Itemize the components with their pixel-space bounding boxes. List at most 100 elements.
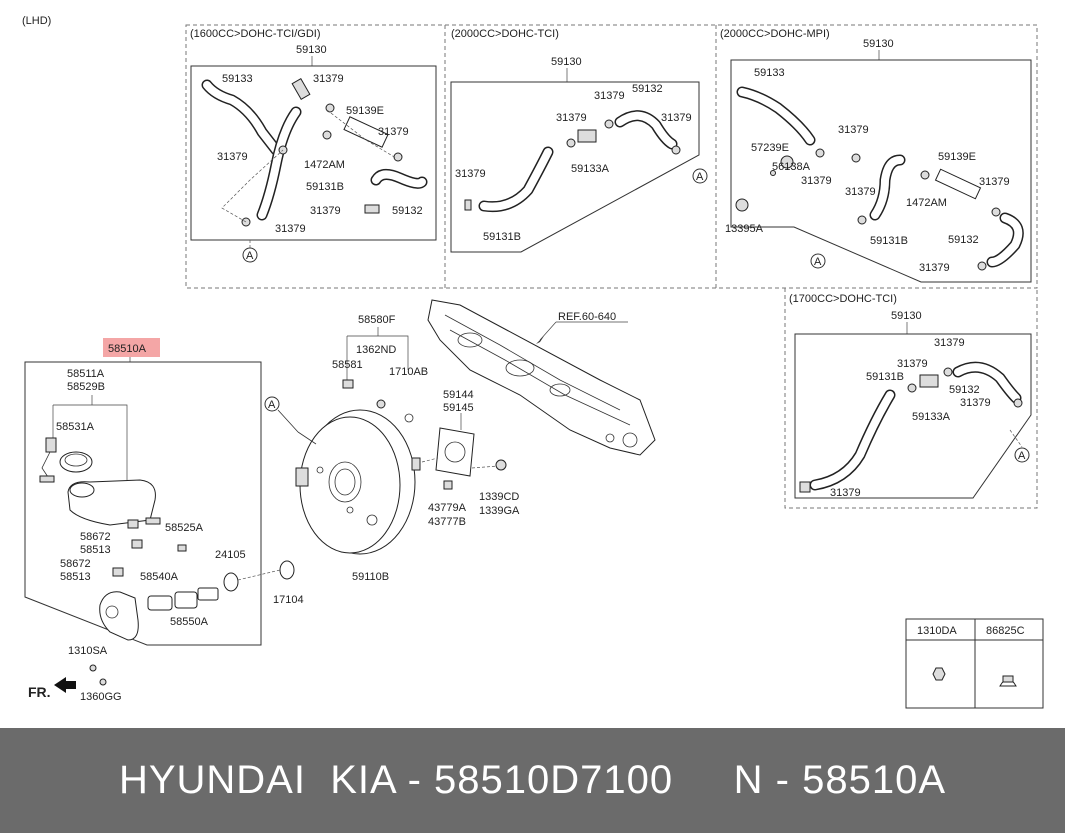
label-59133: 59133	[222, 73, 253, 85]
label-59133: 59133	[754, 67, 785, 79]
label-58550a: 58550A	[170, 616, 209, 628]
footer-part-number: HYUNDAI KIA - 58510D7100 N - 58510A	[118, 758, 947, 802]
label-59133a: 59133A	[912, 411, 951, 423]
label-31379: 31379	[313, 73, 344, 85]
label-31379: 31379	[455, 168, 486, 180]
label-31379: 31379	[979, 176, 1010, 188]
label-59110b: 59110B	[352, 571, 389, 583]
label-13395a: 13395A	[725, 223, 764, 235]
label-59132: 59132	[632, 83, 663, 95]
label-31379: 31379	[960, 397, 991, 409]
label-31379: 31379	[919, 262, 950, 274]
label-31379: 31379	[934, 337, 965, 349]
label-58513: 58513	[80, 544, 111, 556]
label-31379: 31379	[661, 112, 692, 124]
label-31379: 31379	[378, 126, 409, 138]
highlight-58510a	[103, 338, 160, 357]
fr-label: FR.	[28, 684, 51, 700]
top-frame	[185, 24, 1038, 289]
label-31379: 31379	[217, 151, 248, 163]
label-59145: 59145	[443, 402, 474, 414]
brake-booster: 58580F 1362ND 58581 1710AB A 59110B 2410…	[215, 314, 428, 606]
callout-a	[810, 253, 826, 269]
svg-text:A: A	[1018, 450, 1026, 462]
front-arrow-icon	[54, 677, 76, 693]
footer-bar: HYUNDAI KIA - 58510D7100 N - 58510A	[0, 728, 1065, 833]
label-43777b: 43777B	[428, 516, 466, 528]
label-58525a: 58525A	[165, 522, 204, 534]
label-43779a: 43779A	[428, 502, 467, 514]
label-31379: 31379	[897, 358, 928, 370]
label-58580f: 58580F	[358, 314, 396, 326]
label-59130: 59130	[891, 310, 922, 322]
master-cylinder-group: 58510A 58511A 58529B 58531A 58525A 58672…	[24, 338, 262, 703]
label-1339ga: 1339GA	[479, 505, 520, 517]
nut-icon	[932, 667, 946, 681]
legend-table: 1310DA 86825C	[905, 618, 1044, 709]
label-59132: 59132	[948, 234, 979, 246]
label-1339cd: 1339CD	[479, 491, 519, 503]
label-57239e: 57239E	[751, 142, 789, 154]
label-58531a: 58531A	[56, 421, 95, 433]
callout-a	[692, 168, 708, 184]
label-31379: 31379	[845, 186, 876, 198]
label-1360gg: 1360GG	[80, 691, 122, 703]
label-24105: 24105	[215, 549, 246, 561]
box-2000cc-tci: (2000CC>DOHC-TCI) 59130 31379 59132 3137…	[450, 28, 708, 253]
label-31379: 31379	[801, 175, 832, 187]
box-1600cc: (1600CC>DOHC-TCI/GDI) 59130 59133 31379 …	[190, 28, 437, 263]
label-31379: 31379	[275, 223, 306, 235]
label-59144: 59144	[443, 389, 474, 401]
label-59131b: 59131B	[306, 181, 344, 193]
box-1700cc-tci: (1700CC>DOHC-TCI) 59130 31379 31379 5913…	[784, 288, 1038, 509]
label-58672: 58672	[80, 531, 111, 543]
legend-header-1310da: 1310DA	[917, 625, 957, 637]
label-58511a: 58511A	[67, 368, 105, 380]
front-direction-indicator: FR.	[28, 677, 76, 700]
label-31379: 31379	[556, 112, 587, 124]
label-31379: 31379	[594, 90, 625, 102]
svg-text:A: A	[268, 399, 276, 411]
label-1310sa: 1310SA	[68, 645, 108, 657]
svg-text:A: A	[246, 250, 254, 262]
legend-header-86825c: 86825C	[986, 625, 1025, 637]
label-59132: 59132	[392, 205, 423, 217]
label-58510a: 58510A	[108, 343, 147, 355]
label-59132: 59132	[949, 384, 980, 396]
lhd-label: (LHD)	[22, 15, 51, 27]
label-58540a: 58540A	[140, 571, 179, 583]
label-59139e: 59139E	[346, 105, 384, 117]
box-2000mpi-title: (2000CC>DOHC-MPI)	[720, 28, 830, 40]
label-58513: 58513	[60, 571, 91, 583]
label-58529b: 58529B	[67, 381, 105, 393]
box-2000cc-mpi: (2000CC>DOHC-MPI) 59130 59133 31379 5723…	[720, 28, 1032, 283]
label-59130: 59130	[863, 38, 894, 50]
label-59130: 59130	[296, 44, 327, 56]
label-1472am: 1472AM	[906, 197, 947, 209]
label-1362nd: 1362ND	[356, 344, 396, 356]
label-31379: 31379	[310, 205, 341, 217]
label-59139e: 59139E	[938, 151, 976, 163]
label-58581: 58581	[332, 359, 363, 371]
label-59131b: 59131B	[483, 231, 521, 243]
clip-top-icon	[1002, 675, 1014, 683]
label-59131b: 59131B	[870, 235, 908, 247]
label-59130: 59130	[551, 56, 582, 68]
callout-a	[1014, 447, 1030, 463]
label-1472am: 1472AM	[304, 159, 345, 171]
callout-a	[264, 396, 280, 412]
parts-diagram: (LHD) (1600CC>DOHC-TCI/GDI) 59130 59133 …	[22, 15, 1044, 709]
label-58672: 58672	[60, 558, 91, 570]
box-2000tci-title: (2000CC>DOHC-TCI)	[451, 28, 559, 40]
ref-label: REF.60-640	[558, 311, 616, 323]
box-1700tci-title: (1700CC>DOHC-TCI)	[789, 293, 897, 305]
label-1710ab: 1710AB	[389, 366, 428, 378]
svg-text:A: A	[814, 256, 822, 268]
dash-panel: REF.60-640	[427, 299, 656, 456]
label-59133a: 59133A	[571, 163, 610, 175]
label-31379: 31379	[830, 487, 861, 499]
label-31379: 31379	[838, 124, 869, 136]
box-1600cc-title: (1600CC>DOHC-TCI/GDI)	[190, 28, 321, 40]
label-17104: 17104	[273, 594, 304, 606]
svg-text:A: A	[696, 171, 704, 183]
